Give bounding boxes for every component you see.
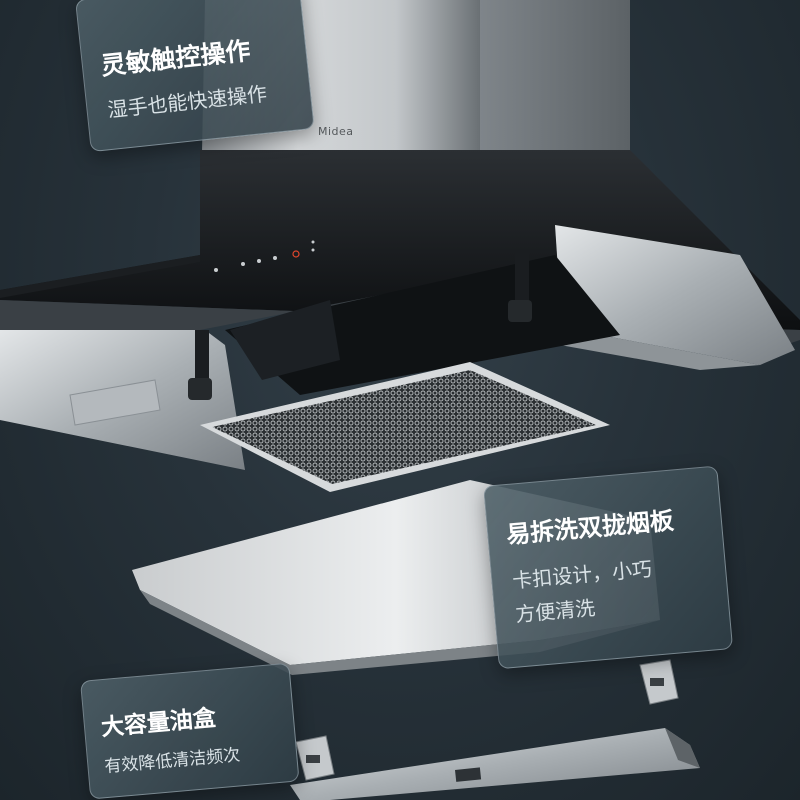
filter-panel-line2: 方便清洗 (514, 595, 597, 627)
touch-control-card: 灵敏触控操作 湿手也能快速操作 (75, 0, 315, 153)
touch-control-title: 灵敏触控操作 (99, 36, 252, 81)
filter-panel-card: 易拆洗双拢烟板 卡扣设计，小巧 方便清洗 (483, 465, 734, 670)
brand-logo: Midea (318, 125, 354, 138)
oil-box-card: 大容量油盒 有效降低清洁频次 (80, 662, 300, 800)
oil-box-title: 大容量油盒 (100, 705, 217, 742)
filter-panel-title: 易拆洗双拢烟板 (505, 506, 675, 550)
filter-panel-line1: 卡扣设计，小巧 (511, 556, 653, 593)
touch-control-subtitle: 湿手也能快速操作 (106, 81, 269, 123)
oil-box-subtitle: 有效降低清洁频次 (103, 745, 241, 778)
